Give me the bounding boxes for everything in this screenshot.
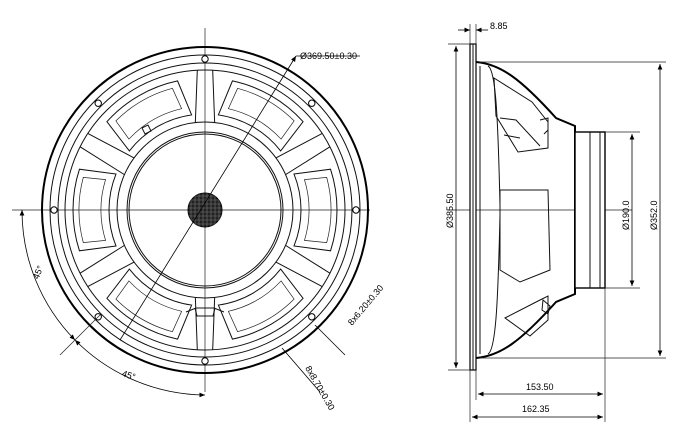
angle-bottom-label: 45° — [121, 368, 137, 382]
spoke-5-edge-2 — [79, 244, 125, 274]
depth-label: 153.50 — [526, 382, 554, 392]
side-window-bottom — [504, 295, 549, 337]
basket-window-inner-2 — [303, 177, 332, 243]
overall-diameter-label: Ø385.50 — [445, 193, 455, 228]
terminal-connector — [185, 307, 225, 317]
total-depth-label: 162.35 — [522, 404, 550, 414]
side-window-top-detail — [499, 117, 541, 147]
basket-window-inner-1 — [227, 87, 295, 140]
spoke-6-edge-1 — [79, 146, 125, 176]
basket-windows — [72, 80, 338, 340]
vent-grille-mesh — [188, 193, 222, 227]
spoke-3-edge-1 — [285, 244, 331, 274]
hole-pattern-inner-label: 8x6.20±0.30 — [346, 283, 385, 327]
vent-grille — [187, 192, 223, 228]
mounting-hole-4 — [308, 313, 316, 321]
clip-tab — [141, 124, 152, 135]
basket-window-6 — [106, 80, 193, 152]
angle-arc-bottom — [74, 339, 206, 398]
flange-thickness-label: 8.85 — [490, 21, 508, 31]
basket-window-inner-5 — [78, 177, 107, 243]
magnet-inner-ring — [126, 131, 284, 289]
outer-diameter-label: Ø369.50±0.30 — [300, 51, 357, 61]
hole-inner-leader — [314, 324, 346, 356]
basket-window-inner-3 — [227, 280, 295, 333]
basket-window-2 — [293, 168, 338, 252]
basket-window-inner-4 — [115, 280, 183, 333]
spoke-3-edge-2 — [275, 261, 323, 287]
cone-profile — [487, 65, 501, 355]
magnet-diameter-label: Ø190.0 — [621, 200, 631, 230]
angle-extension-line — [59, 314, 101, 356]
cone-diameter-label: Ø352.0 — [649, 200, 659, 230]
basket-window-1 — [217, 80, 304, 152]
front-view: Ø369.50±0.30 45° 45° 8x6.20±0.30 8x8.70±… — [12, 28, 385, 412]
magnet-outer-ring — [116, 121, 294, 299]
spoke-4-edge-2 — [194, 297, 198, 350]
side-terminal — [541, 298, 551, 315]
mounting-hole-2 — [308, 99, 316, 107]
mounting-hole-5 — [201, 357, 209, 365]
hole-outer-leader — [281, 347, 321, 393]
mounting-hole-3 — [352, 206, 360, 214]
hole-pattern-outer-label: 8x8.70±0.30 — [303, 364, 336, 412]
side-clip — [539, 117, 549, 135]
mounting-hole-1 — [201, 55, 209, 63]
mounting-hole-8 — [94, 99, 102, 107]
spoke-4-edge-1 — [212, 297, 216, 350]
spoke-5-edge-1 — [87, 261, 135, 287]
mounting-hole-7 — [50, 206, 58, 214]
side-view: 8.85 Ø385.50 Ø190.0 Ø352.0 153.50 162.35 — [445, 21, 666, 422]
basket-window-4 — [106, 268, 193, 340]
basket-window-3 — [217, 268, 304, 340]
angle-left-label: 45° — [31, 264, 46, 281]
spoke-6-edge-2 — [87, 133, 135, 159]
spoke-1-edge-2 — [212, 70, 216, 123]
magnet-plate — [128, 133, 282, 287]
basket-window-inner-6 — [115, 87, 183, 140]
angle-arc-left — [19, 209, 76, 341]
basket-spokes — [79, 70, 331, 350]
side-window-middle — [499, 189, 551, 283]
diameter-leader-line — [119, 55, 297, 341]
spoke-2-edge-2 — [285, 146, 331, 176]
side-window-top — [493, 77, 549, 153]
spoke-2-edge-1 — [275, 133, 323, 159]
spoke-1-edge-1 — [194, 70, 198, 123]
